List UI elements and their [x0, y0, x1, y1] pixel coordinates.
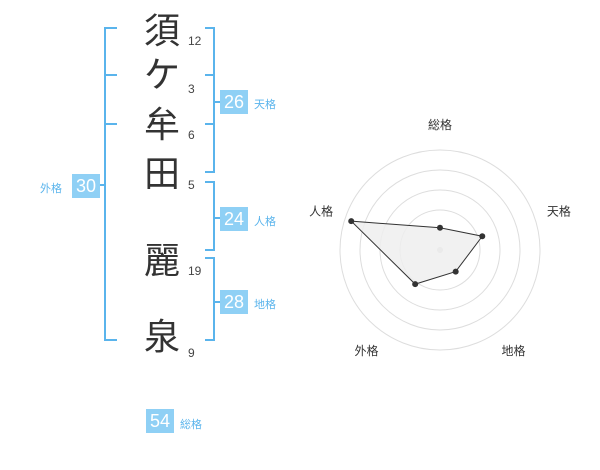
radar-point-2	[479, 233, 486, 240]
radar-axis-label-3: 地格	[501, 343, 525, 358]
soukaku-label: 総格	[180, 418, 202, 431]
given-name-strokes-2: 9	[188, 346, 195, 360]
given-name-char-2: 泉	[143, 317, 180, 358]
radar-axis-label-5: 人格	[309, 203, 333, 218]
kakusu-brackets	[100, 27, 220, 341]
soukaku-badge: 54	[146, 409, 174, 433]
jinkaku-badge: 24	[220, 207, 248, 231]
radar-ring	[359, 169, 521, 331]
radar-point-4	[412, 281, 419, 288]
surname-strokes-2: 3	[188, 82, 195, 96]
chikaku-label: 地格	[254, 298, 276, 311]
surname-strokes-1: 12	[188, 34, 202, 48]
jinkaku-label: 人格	[254, 215, 276, 228]
radar-area	[349, 220, 484, 285]
surname-strokes-3: 6	[188, 128, 195, 142]
surname-char-2: ケ	[143, 55, 180, 96]
radar-point-1	[437, 224, 443, 231]
surname-char-1: 須	[143, 11, 180, 52]
radar-axis-label-1: 総格	[428, 117, 452, 132]
radar-point-3	[452, 268, 459, 275]
surname-char-4: 田	[143, 154, 180, 195]
surname-char-3: 牟	[143, 105, 180, 146]
given-name-strokes-1: 19	[188, 264, 202, 278]
tenkaku-badge: 26	[220, 90, 248, 114]
tenkaku-label: 天格	[254, 98, 276, 111]
gaikaku-label: 外格	[40, 182, 62, 195]
radar-point-5	[348, 218, 355, 225]
surname-strokes-4: 5	[188, 178, 195, 192]
gaikaku-badge: 30	[72, 174, 100, 198]
given-name-char-1: 麗	[143, 241, 180, 282]
radar-axis-label-4: 外格	[355, 343, 379, 358]
radar-axis-label-2: 天格	[547, 203, 571, 218]
chikaku-badge: 28	[220, 290, 248, 314]
radar-dots	[348, 218, 486, 288]
radar-ring	[339, 149, 541, 351]
